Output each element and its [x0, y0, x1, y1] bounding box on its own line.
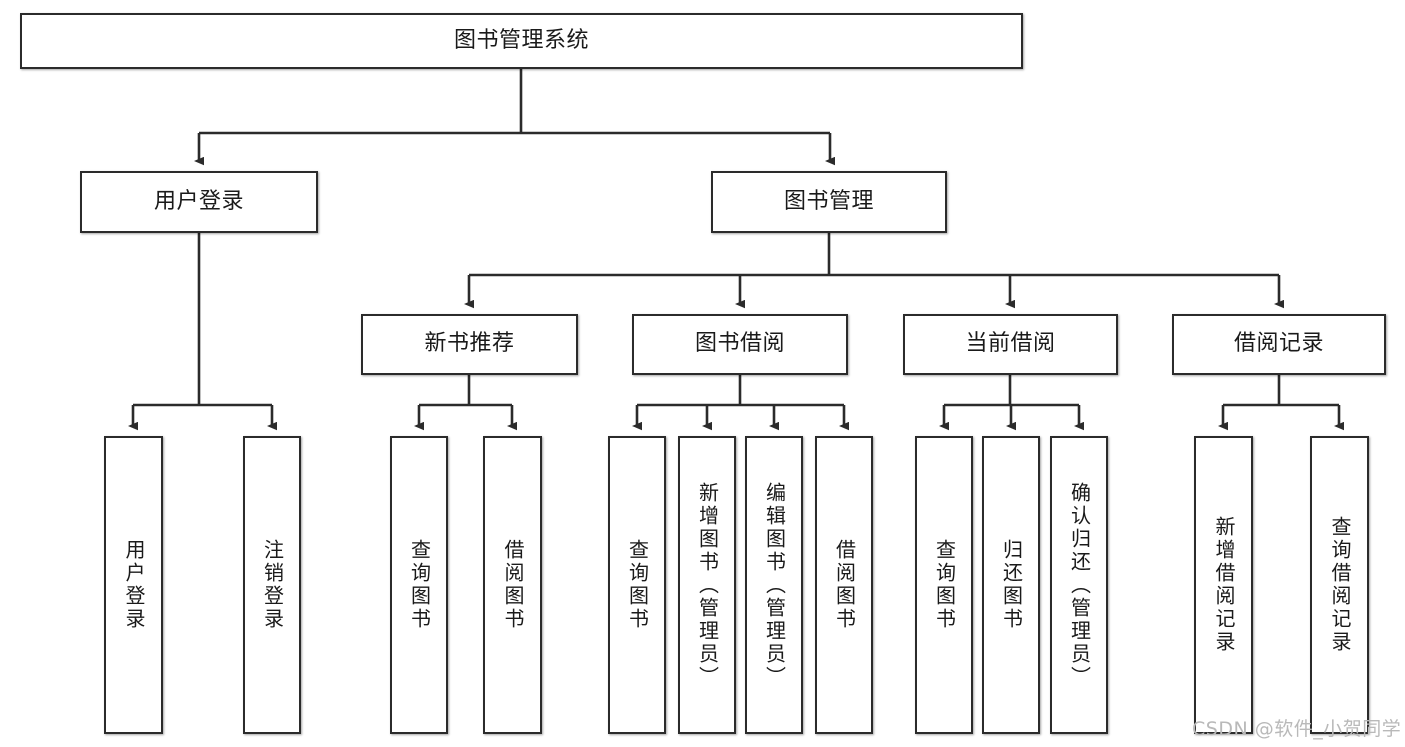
leaf-return-book[interactable]: 归还图书: [982, 436, 1040, 734]
node-label: 查询图书: [625, 539, 650, 631]
node-label: 确认归还（管理员）: [1067, 481, 1092, 689]
node-label: 编辑图书（管理员）: [762, 481, 787, 689]
leaf-borrow-book-recommend[interactable]: 借阅图书: [483, 436, 542, 734]
node-label: 图书借阅: [694, 331, 785, 357]
node-label: 查询图书: [407, 539, 432, 631]
node-current-borrow[interactable]: 当前借阅: [903, 314, 1118, 375]
leaf-query-book-current[interactable]: 查询图书: [915, 436, 973, 734]
leaf-query-book-recommend[interactable]: 查询图书: [390, 436, 448, 734]
node-label: 查询借阅记录: [1328, 516, 1352, 654]
node-root-system[interactable]: 图书管理系统: [20, 13, 1023, 69]
node-user-login[interactable]: 用户登录: [80, 171, 318, 233]
node-label: 用户登录: [153, 188, 244, 214]
node-label: 图书管理: [783, 188, 874, 214]
node-book-manage[interactable]: 图书管理: [711, 171, 947, 233]
leaf-edit-book-admin[interactable]: 编辑图书（管理员）: [745, 436, 803, 734]
node-label: 新增图书（管理员）: [695, 481, 720, 689]
leaf-user-logout[interactable]: 注销登录: [243, 436, 301, 734]
node-label: 新增借阅记录: [1212, 516, 1236, 654]
leaf-confirm-return-admin[interactable]: 确认归还（管理员）: [1050, 436, 1108, 734]
csdn-watermark: CSDN @软件_小贺同学: [1192, 718, 1402, 740]
node-label: 注销登录: [260, 539, 285, 631]
leaf-add-book-admin[interactable]: 新增图书（管理员）: [678, 436, 736, 734]
leaf-query-book-borrow[interactable]: 查询图书: [608, 436, 666, 734]
node-label: 借阅记录: [1233, 331, 1324, 357]
leaf-add-borrow-record[interactable]: 新增借阅记录: [1194, 436, 1253, 734]
leaf-borrow-book[interactable]: 借阅图书: [815, 436, 873, 734]
node-label: 查询图书: [932, 539, 957, 631]
node-new-book-recommend[interactable]: 新书推荐: [361, 314, 578, 375]
node-label: 借阅图书: [832, 539, 857, 631]
node-book-borrow[interactable]: 图书借阅: [632, 314, 848, 375]
node-label: 新书推荐: [424, 331, 515, 357]
node-label: 当前借阅: [965, 331, 1056, 357]
node-label: 图书管理系统: [453, 27, 589, 53]
leaf-query-borrow-record[interactable]: 查询借阅记录: [1310, 436, 1369, 734]
node-borrow-record[interactable]: 借阅记录: [1172, 314, 1386, 375]
node-label: 借阅图书: [501, 539, 525, 631]
node-label: 用户登录: [122, 539, 146, 631]
node-label: 归还图书: [999, 539, 1024, 631]
leaf-user-login[interactable]: 用户登录: [104, 436, 163, 734]
